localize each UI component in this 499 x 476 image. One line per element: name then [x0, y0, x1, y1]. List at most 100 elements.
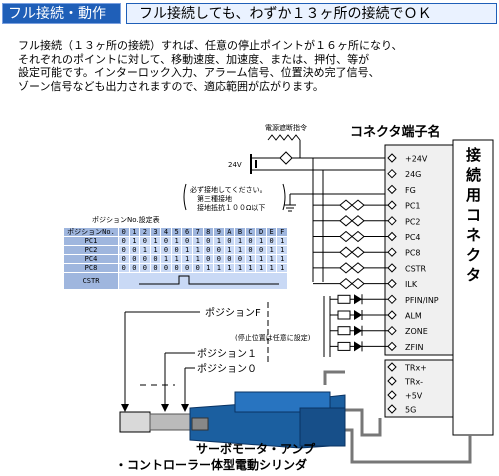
- pin-label: CSTR: [405, 264, 427, 273]
- pin-label: PC2: [405, 217, 421, 226]
- pin-diamond: [387, 390, 397, 400]
- pin-diamond: [387, 231, 397, 242]
- pin-label: ZONE: [405, 327, 428, 336]
- output-resistor: [337, 310, 351, 320]
- pin-label: +24V: [405, 155, 428, 164]
- pin-label: PC8: [405, 249, 421, 258]
- pin-diamond: [387, 263, 397, 273]
- relay-coil-symbol: [267, 134, 301, 141]
- pin-label: 24G: [405, 170, 421, 179]
- output-indicators: [337, 294, 363, 352]
- section-tab: フル接続・動作: [2, 3, 121, 24]
- output-led: [354, 325, 362, 336]
- pin-label: +5V: [405, 392, 423, 401]
- table-row-cstr: CSTR: [63, 272, 288, 290]
- cstr-pulse: [118, 272, 288, 290]
- output-led: [354, 294, 362, 305]
- position-f-label: ポジションF: [205, 307, 261, 319]
- position-0-label: ポジション０: [197, 363, 257, 375]
- pin-label: PC4: [405, 233, 421, 242]
- emergency-label: 電源遮断指令: [265, 123, 307, 132]
- header: フル接続・動作 フル接続しても、わずか１３ヶ所の接続でＯＫ: [0, 3, 499, 25]
- input-switch-diamond: [339, 246, 353, 258]
- cable-bottom: [340, 428, 472, 464]
- input-switch-diamond: [351, 246, 365, 258]
- pin-diamond: [387, 216, 397, 226]
- pin-diamond: [387, 294, 397, 305]
- output-led: [354, 341, 362, 352]
- output-resistor: [337, 326, 351, 336]
- input-switches: [339, 199, 365, 290]
- pin-diamond: [387, 310, 397, 320]
- input-switch-diamond: [351, 199, 365, 211]
- pin-label: ILK: [405, 280, 418, 289]
- connector-outline: [452, 139, 494, 436]
- pin-diamond: [387, 362, 397, 372]
- pin-diamond: [387, 153, 397, 163]
- actuator-motor: [234, 391, 331, 413]
- vertical-label-char: ク: [466, 246, 481, 264]
- input-switch-diamond: [351, 215, 365, 227]
- output-resistor: [337, 294, 351, 304]
- vertical-label-char: 続: [466, 166, 481, 184]
- input-switch-diamond: [339, 199, 353, 211]
- pin-label: PC1: [405, 202, 421, 211]
- position-0-arrowhead: [181, 404, 189, 412]
- input-switch-diamond: [339, 277, 353, 290]
- upper-pins: +24V24GFGPC1PC2PC4PC8CSTRILKPFIN/INPALMZ…: [313, 153, 439, 352]
- pin-diamond: [387, 247, 397, 257]
- stop-note: (停止位置は任意に設定): [235, 333, 311, 342]
- pin-label: FG: [405, 186, 416, 195]
- pin-diamond: [387, 184, 397, 195]
- input-switch-diamond: [339, 230, 353, 243]
- position-1-label: ポジション１: [197, 348, 257, 360]
- input-switch-diamond: [339, 262, 353, 274]
- vertical-label-char: ネ: [466, 226, 481, 244]
- intro-paragraph: フル接続（１３ヶ所の接続）すれば、任意の停止ポイントが１６ヶ所になり、 それぞれ…: [18, 39, 403, 93]
- pin-diamond: [387, 404, 397, 414]
- actuator-rod: [149, 413, 191, 431]
- actuator-illustration: [119, 391, 346, 449]
- pin-diamond: [387, 376, 397, 386]
- pin-label: PFIN/INP: [405, 296, 439, 305]
- pin-diamond: [387, 325, 397, 336]
- input-switch-diamond: [351, 230, 365, 243]
- pin-diamond: [387, 341, 397, 352]
- vertical-label-char: コ: [466, 206, 481, 224]
- vertical-label-char: 接: [466, 146, 481, 164]
- pin-diamond: [387, 278, 397, 289]
- terminal-block-upper: [384, 144, 454, 356]
- ground-note-line3: 接地抵抗１００Ω以下: [197, 203, 265, 212]
- pin-diamond: [387, 168, 397, 179]
- ground-note-line2: 第三種接地: [197, 194, 232, 203]
- terminal-block-lower: [384, 359, 454, 418]
- switch-diamond: [279, 151, 293, 165]
- ground-note-bracket-left: [183, 183, 187, 211]
- pin-diamond: [387, 200, 397, 210]
- input-switch-diamond: [351, 277, 365, 290]
- ground-note-line1: 必ず接地してください。: [190, 185, 267, 194]
- table-title: ポジションNo.設定表: [92, 216, 160, 224]
- position-f-arrowhead: [121, 404, 129, 412]
- input-switch-diamond: [351, 262, 365, 274]
- ground-note-bracket-right: [282, 183, 286, 211]
- caption-line-2: ・コントローラー体型電動シリンダ: [115, 457, 307, 472]
- voltage-label: 24V: [228, 161, 242, 169]
- position-1-arrowhead: [161, 404, 169, 412]
- output-led: [354, 310, 362, 320]
- output-resistor: [337, 341, 351, 351]
- cable-lower: [345, 408, 382, 437]
- cable-upper: [323, 370, 345, 385]
- ground-note: 必ず接地してください。 第三種接地 接地抵抗１００Ω以下: [190, 185, 267, 212]
- actuator-housing: [299, 407, 346, 447]
- connector-title: コネクタ端子名: [350, 124, 440, 140]
- pin-label: TRx-: [404, 378, 423, 387]
